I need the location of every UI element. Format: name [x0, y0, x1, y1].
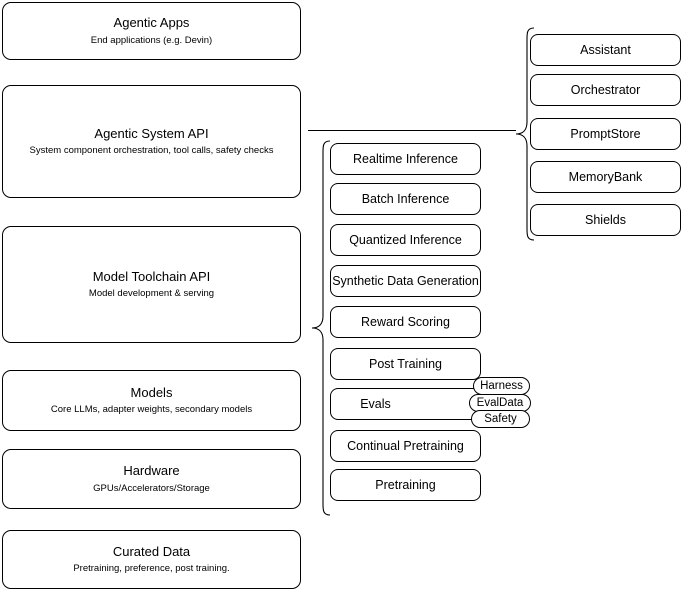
system-component-label: Shields: [585, 213, 626, 227]
system-component-shields[interactable]: Shields: [530, 204, 681, 236]
toolchain-brace: [311, 140, 331, 516]
eval-badge-harness[interactable]: Harness: [473, 377, 530, 395]
layer-title: Agentic Apps: [113, 15, 190, 31]
eval-badge-label: Safety: [484, 413, 517, 425]
connector-line-system-api: [308, 130, 516, 131]
layer-subtitle: Model development & serving: [88, 288, 215, 300]
system-component-label: Orchestrator: [570, 83, 641, 97]
layer-title: Models: [130, 384, 173, 400]
layer-subtitle: GPUs/Accelerators/Storage: [93, 482, 210, 494]
layer-title: Model Toolchain API: [92, 268, 211, 284]
toolchain-item-continual-pretraining[interactable]: Continual Pretraining: [330, 430, 481, 462]
toolchain-item-label: Reward Scoring: [361, 315, 450, 329]
system-component-label: Assistant: [580, 43, 631, 57]
toolchain-item-quantized-inference[interactable]: Quantized Inference: [330, 224, 481, 256]
layer-box-agentic-apps[interactable]: Agentic Apps End applications (e.g. Devi…: [2, 2, 301, 60]
toolchain-item-label: Evals: [360, 397, 391, 411]
layer-box-models[interactable]: Models Core LLMs, adapter weights, secon…: [2, 370, 301, 431]
layer-title: Agentic System API: [94, 125, 209, 141]
layer-box-model-toolchain-api[interactable]: Model Toolchain API Model development & …: [2, 226, 301, 343]
layer-subtitle: Pretraining, preference, post training.: [73, 563, 230, 575]
system-component-assistant[interactable]: Assistant: [530, 34, 681, 66]
toolchain-item-label: Batch Inference: [361, 192, 450, 206]
toolchain-item-post-training[interactable]: Post Training: [330, 348, 481, 380]
eval-badge-label: EvalData: [476, 397, 524, 409]
layer-subtitle: End applications (e.g. Devin): [90, 34, 213, 46]
toolchain-item-label: Pretraining: [375, 478, 436, 492]
toolchain-item-label: Realtime Inference: [353, 152, 458, 166]
eval-badge-label: Harness: [480, 380, 523, 392]
toolchain-item-batch-inference[interactable]: Batch Inference: [330, 183, 481, 215]
toolchain-item-realtime-inference[interactable]: Realtime Inference: [330, 143, 481, 175]
layer-subtitle: Core LLMs, adapter weights, secondary mo…: [50, 404, 253, 416]
layer-box-agentic-system-api[interactable]: Agentic System API System component orch…: [2, 85, 301, 198]
eval-badge-safety[interactable]: Safety: [471, 410, 530, 428]
toolchain-item-label: Quantized Inference: [349, 233, 462, 247]
system-component-label: MemoryBank: [568, 170, 643, 184]
toolchain-item-label: Post Training: [369, 357, 442, 371]
system-component-label: PromptStore: [570, 127, 641, 141]
system-components-brace: [515, 27, 535, 241]
toolchain-item-pretraining[interactable]: Pretraining: [330, 469, 481, 501]
toolchain-item-evals[interactable]: Evals: [330, 388, 481, 420]
layer-box-hardware[interactable]: Hardware GPUs/Accelerators/Storage: [2, 449, 301, 509]
toolchain-item-reward-scoring[interactable]: Reward Scoring: [330, 306, 481, 338]
layer-box-curated-data[interactable]: Curated Data Pretraining, preference, po…: [2, 530, 301, 589]
system-component-orchestrator[interactable]: Orchestrator: [530, 74, 681, 106]
layer-title: Hardware: [123, 463, 180, 479]
toolchain-item-label: Continual Pretraining: [347, 439, 464, 453]
layer-title: Curated Data: [112, 543, 191, 559]
system-component-promptstore[interactable]: PromptStore: [530, 118, 681, 150]
system-component-memorybank[interactable]: MemoryBank: [530, 161, 681, 193]
layer-subtitle: System component orchestration, tool cal…: [29, 145, 274, 157]
toolchain-item-label: Synthetic Data Generation: [332, 274, 479, 288]
toolchain-item-synthetic-data-generation[interactable]: Synthetic Data Generation: [330, 265, 481, 297]
